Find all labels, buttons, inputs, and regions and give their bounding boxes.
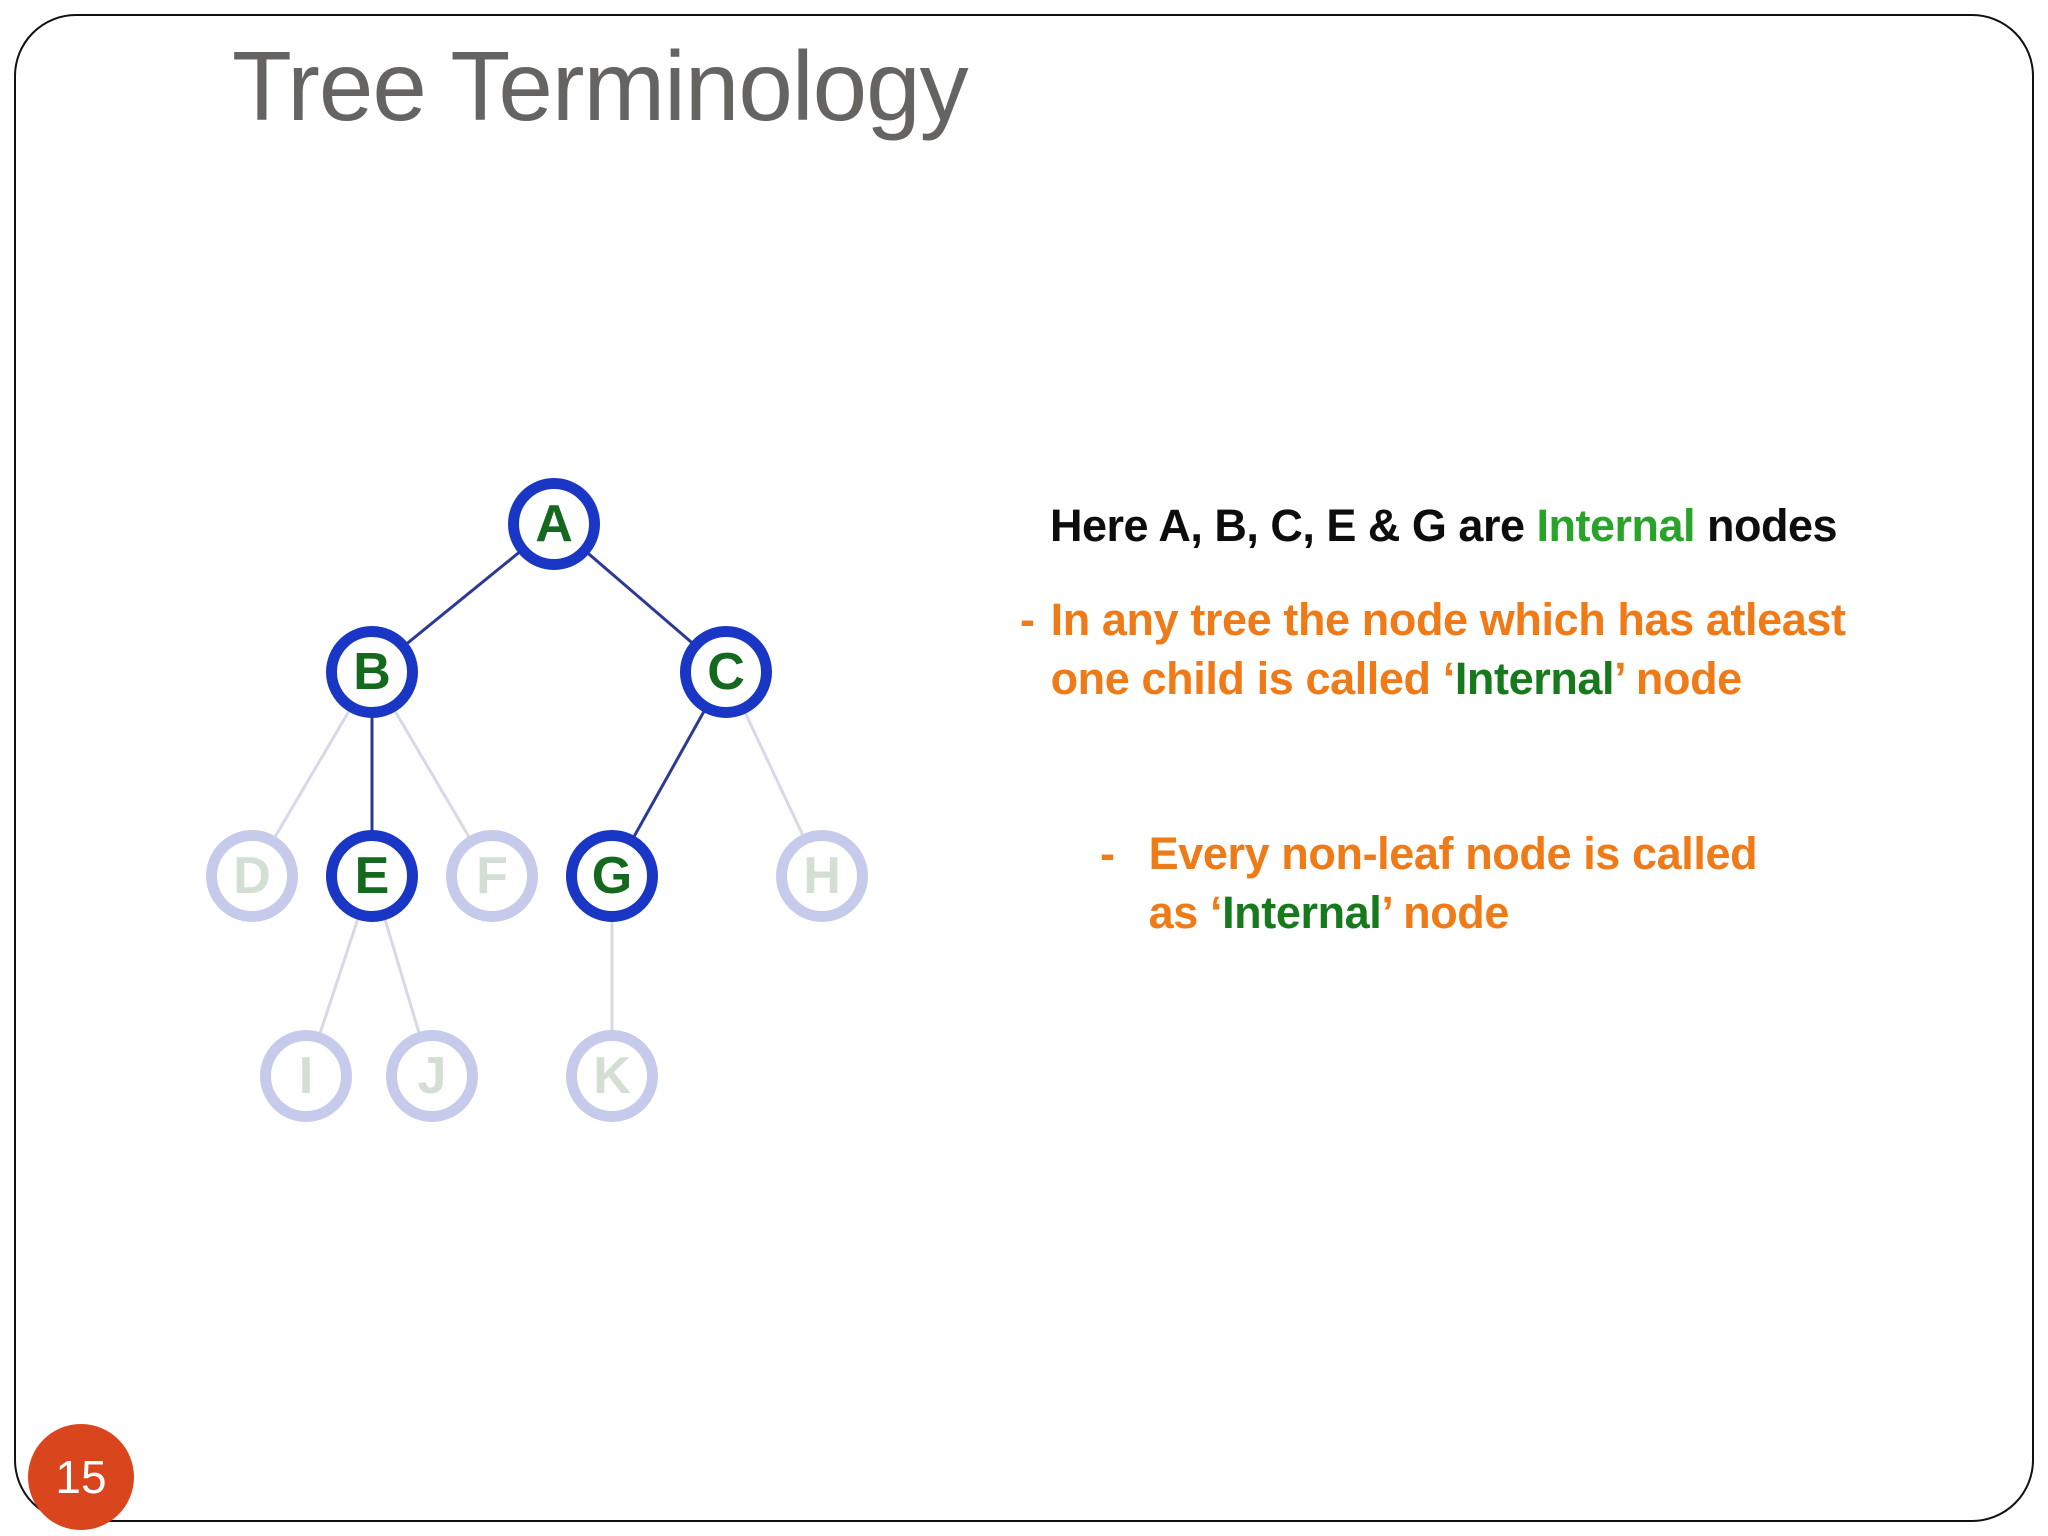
explanation-block: Here A, B, C, E & G are Internal nodes -… <box>1020 500 1980 943</box>
bullet-dash-icon: - <box>1020 594 1035 645</box>
bullet-1-line-2: one child is called ‘Internal’ node <box>1051 649 1980 708</box>
tree-node-label-j: J <box>417 1047 447 1105</box>
tree-node-label-a: A <box>535 495 573 553</box>
tree-node-h: H <box>776 830 868 922</box>
bullet-1-line-1: In any tree the node which has atleast <box>1050 594 1846 645</box>
tree-node-label-f: F <box>476 847 508 905</box>
bullet-1-line-2-before: one child is called ‘ <box>1050 653 1456 705</box>
tree-edge-a-c <box>585 551 695 645</box>
bullet-2-line-2: as ‘Internal’ node <box>1149 883 1980 942</box>
tree-node-label-h: H <box>803 847 841 905</box>
bullet-item-nonleaf-definition: - Every non-leaf node is called as ‘Inte… <box>1100 824 1980 943</box>
tree-edge-e-j <box>383 916 421 1036</box>
tree-node-e: E <box>326 830 418 922</box>
tree-node-label-b: B <box>353 643 391 701</box>
tree-node-label-d: D <box>233 847 271 905</box>
tree-edge-c-g <box>631 708 707 840</box>
internal-nodes-heading: Here A, B, C, E & G are Internal nodes <box>1050 500 1980 552</box>
tree-node-b: B <box>326 626 418 718</box>
tree-node-j: J <box>386 1030 478 1122</box>
tree-node-label-i: I <box>298 1047 314 1105</box>
bullet-item-internal-definition: - In any tree the node which has atleast… <box>1020 590 1980 709</box>
bullet-1-text: In any tree the node which has atleast o… <box>1051 590 1980 709</box>
tree-edge-b-d <box>272 708 352 840</box>
bullet-1-emphasis-internal: Internal <box>1454 653 1615 705</box>
tree-node-label-k: K <box>593 1047 631 1105</box>
tree-node-c: C <box>680 626 772 718</box>
bullet-2-line-2-after: ’ node <box>1381 887 1510 939</box>
bullet-2-text: Every non-leaf node is called as ‘Intern… <box>1149 824 1980 943</box>
bullet-dash-icon: - <box>1100 827 1115 879</box>
tree-node-label-e: E <box>354 847 390 905</box>
page-title: Tree Terminology <box>232 31 969 141</box>
bullet-2-line-1: Every non-leaf node is called <box>1148 827 1758 879</box>
tree-edge-a-b <box>404 550 522 646</box>
page-number-badge: 15 <box>28 1424 134 1530</box>
tree-edges-layer <box>272 550 805 1036</box>
tree-edge-c-h <box>743 710 805 838</box>
tree-edge-b-f <box>392 708 472 840</box>
tree-node-k: K <box>566 1030 658 1122</box>
tree-diagram: A B C D E F G H I J K <box>140 430 1130 1190</box>
heading-text-after: nodes <box>1695 500 1838 551</box>
bullet-1-line-2-after: ’ node <box>1614 653 1742 705</box>
heading-emphasis-internal: Internal <box>1536 500 1696 551</box>
tree-node-d: D <box>206 830 298 922</box>
bullet-2-emphasis-internal: Internal <box>1222 887 1382 939</box>
tree-node-label-g: G <box>591 847 633 905</box>
tree-edge-e-i <box>318 916 360 1036</box>
bullet-2-line-2-before: as ‘ <box>1148 887 1223 939</box>
tree-node-f: F <box>446 830 538 922</box>
tree-node-g: G <box>566 830 658 922</box>
tree-node-i: I <box>260 1030 352 1122</box>
tree-node-a: A <box>508 478 600 570</box>
tree-node-label-c: C <box>707 643 745 701</box>
heading-text-before: Here A, B, C, E & G are <box>1050 500 1537 551</box>
